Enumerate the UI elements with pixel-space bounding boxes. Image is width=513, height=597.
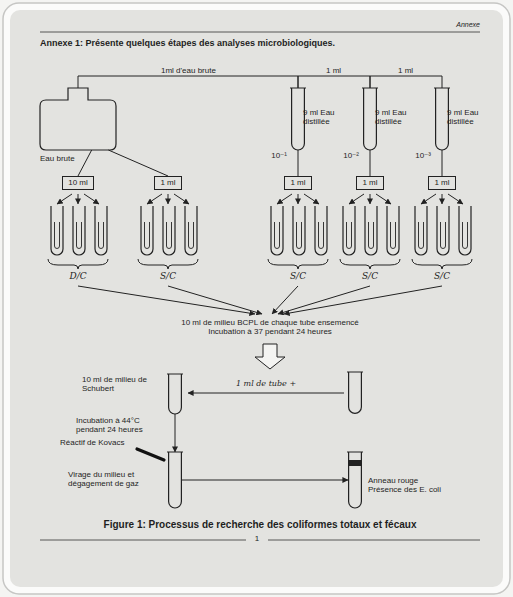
dilution-factor: 10⁻² (331, 151, 359, 160)
figure-title: Annexe 1: Présente quelques étapes des a… (40, 38, 480, 48)
group-brackets (48, 259, 472, 269)
volume-box: 1 ml (428, 176, 456, 190)
transfer-note: 1 ml de tube + (216, 379, 316, 388)
connector (78, 76, 298, 88)
figure-caption: Figure 1: Processus de recherche des col… (40, 519, 480, 531)
volume-box: 10 ml (62, 176, 94, 190)
photo-frame (3, 3, 510, 594)
box-text: 1 ml (284, 176, 312, 189)
schubert-tube: 10 ml de milieu de Schubert (168, 374, 182, 414)
box-text: 1 ml (428, 176, 456, 189)
node-label: 10 ml de milieu de Schubert (82, 375, 156, 393)
tube-outline (363, 88, 377, 150)
connector (370, 150, 371, 176)
result-tube: Anneau rouge Présence des E. coli (348, 452, 362, 508)
header-rule (40, 32, 480, 33)
edge-label: Incubation à 44°C pendant 24 heures (75, 416, 169, 434)
footer-rule (268, 540, 480, 541)
box-text: 1 ml (154, 176, 182, 189)
header-note: Annexe (420, 21, 480, 29)
edge-label: 1ml d'eau brute (160, 66, 217, 75)
sample-bottle: Eau brute (40, 88, 116, 150)
dilution-mark: S/C (281, 271, 315, 281)
box-text: 10 ml (62, 176, 94, 189)
volume-box: 1 ml (356, 176, 384, 190)
connector (298, 76, 370, 88)
volume-box: 1 ml (284, 176, 312, 190)
node-label: Virage du milieu et dégagement de gaz (68, 470, 160, 488)
connector (78, 150, 92, 176)
transfer-arrow (188, 393, 344, 394)
node-label: 9 ml Eau distillée (375, 108, 423, 126)
connector (175, 414, 176, 452)
reagent-pipette (137, 449, 164, 460)
step-note: 10 ml de milieu BCPL de chaque tube ense… (162, 318, 378, 336)
volume-box: 1 ml (154, 176, 182, 190)
node-label: 9 ml Eau distillée (303, 108, 351, 126)
node-label: Eau brute (40, 154, 86, 163)
connector (298, 150, 299, 176)
tube-outline (435, 88, 449, 150)
edge-label: 1 ml (397, 66, 414, 75)
positive-tube (347, 372, 363, 413)
dilution-tube: 9 ml Eau distillée10⁻¹ (291, 88, 305, 150)
pooling-arrows (78, 286, 442, 314)
edge-label: 1 ml (325, 66, 342, 75)
dilution-mark: D/C (61, 271, 95, 281)
dilution-mark: S/C (151, 271, 185, 281)
culture-tubes (51, 206, 471, 255)
tube-outline (291, 88, 305, 150)
connector (442, 150, 443, 176)
dilution-mark: S/C (353, 271, 387, 281)
tube-outline (168, 452, 182, 508)
node-label: 9 ml Eau distillée (447, 108, 495, 126)
dilution-tube: 9 ml Eau distillée10⁻² (363, 88, 377, 150)
connector (182, 480, 348, 481)
inoculation-arrows (57, 194, 463, 204)
dilution-factor: 10⁻¹ (259, 151, 287, 160)
dilution-mark: S/C (425, 271, 459, 281)
footer-rule (40, 540, 246, 541)
box-text: 1 ml (356, 176, 384, 189)
tube-outline (168, 374, 182, 414)
dilution-tube: 9 ml Eau distillée10⁻³ (435, 88, 449, 150)
connector (108, 150, 168, 176)
block-arrow (255, 344, 285, 369)
bottle-outline (40, 88, 116, 150)
tube-outline (348, 452, 362, 508)
paper-sheet (10, 10, 503, 587)
connector (370, 76, 442, 88)
reagent-label: Réactif de Kovacs (60, 438, 136, 447)
node-label: Anneau rouge Présence des E. coli (368, 476, 454, 494)
incubated-tube: Virage du milieu et dégagement de gaz (168, 452, 182, 508)
page-number: 1 (247, 534, 267, 543)
dilution-factor: 10⁻³ (403, 151, 431, 160)
